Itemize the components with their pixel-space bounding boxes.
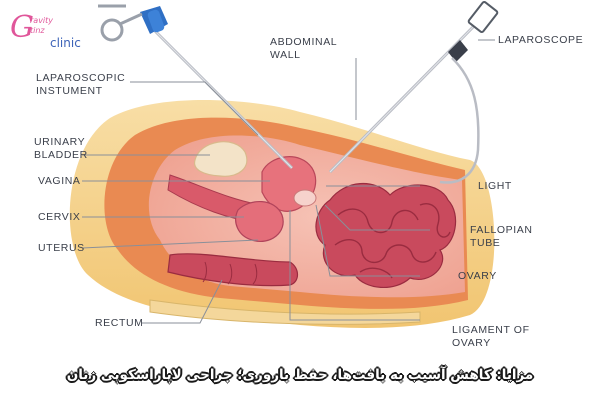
clinic-logo[interactable]: G ravity tinz clinic [10, 12, 90, 52]
label-light: LIGHT [478, 180, 512, 192]
cervix-organ [235, 201, 284, 242]
label-laparoscopic-instrument: LAPAROSCOPIC INSTUMENT [36, 72, 126, 97]
label-laparoscope: LAPAROSCOPE [498, 34, 584, 46]
logo-letter: G [10, 10, 34, 45]
logo-word-1: ravity [30, 16, 54, 25]
label-cervix: CERVIX [38, 211, 81, 223]
label-vagina: VAGINA [38, 175, 81, 187]
logo-word-2: tinz [30, 26, 45, 35]
label-fallopian-tube: FALLOPIAN TUBE [470, 224, 533, 249]
label-uterus: UTERUS [38, 242, 85, 254]
logo-word-3: clinic [50, 36, 81, 50]
laparoscopic-instrument-tool [98, 4, 294, 170]
sacrum [149, 299, 421, 325]
ovary-organ [293, 189, 317, 207]
laparoscope-tool [328, 1, 499, 184]
leader-lines [81, 39, 495, 324]
label-ovary: OVARY [458, 270, 497, 282]
label-abdominal-wall: ABDOMINAL WALL [270, 36, 337, 61]
rectum-organ [167, 253, 299, 287]
label-ligament-of-ovary: LIGAMENT OF OVARY [452, 324, 530, 349]
urinary-bladder [193, 141, 248, 177]
label-urinary-bladder: URINARY BLADDER [34, 136, 88, 161]
caption-banner: مزایا: کاهش آسیب به بافت‌ها، حفظ باروری؛… [66, 367, 534, 383]
label-rectum: RECTUM [95, 317, 144, 329]
